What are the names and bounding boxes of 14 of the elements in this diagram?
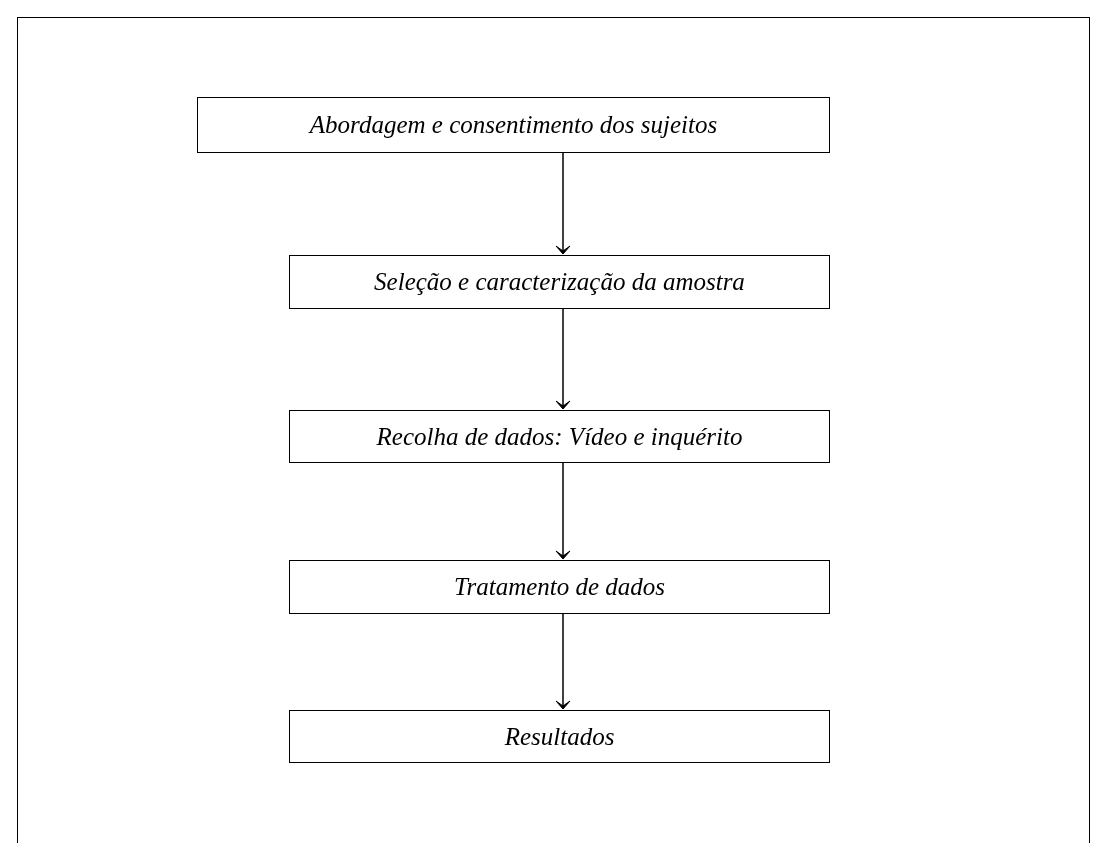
process-box <box>289 560 830 614</box>
arrow <box>555 613 571 710</box>
step-text: Recolha de dados: Vídeo e inquérito <box>376 422 743 451</box>
step-text: Resultados <box>504 722 615 751</box>
step-text: Tratamento de dados <box>453 573 666 601</box>
arrow <box>555 462 571 560</box>
arrow <box>555 152 571 255</box>
step-text: Seleção e caracterização da amostra <box>374 268 745 296</box>
process-box <box>197 97 830 153</box>
process-box <box>289 255 830 309</box>
process-box <box>289 410 830 463</box>
process-box <box>289 710 830 763</box>
arrow <box>555 308 571 410</box>
step-text: Abordagem e consentimento dos sujeitos <box>309 111 718 139</box>
